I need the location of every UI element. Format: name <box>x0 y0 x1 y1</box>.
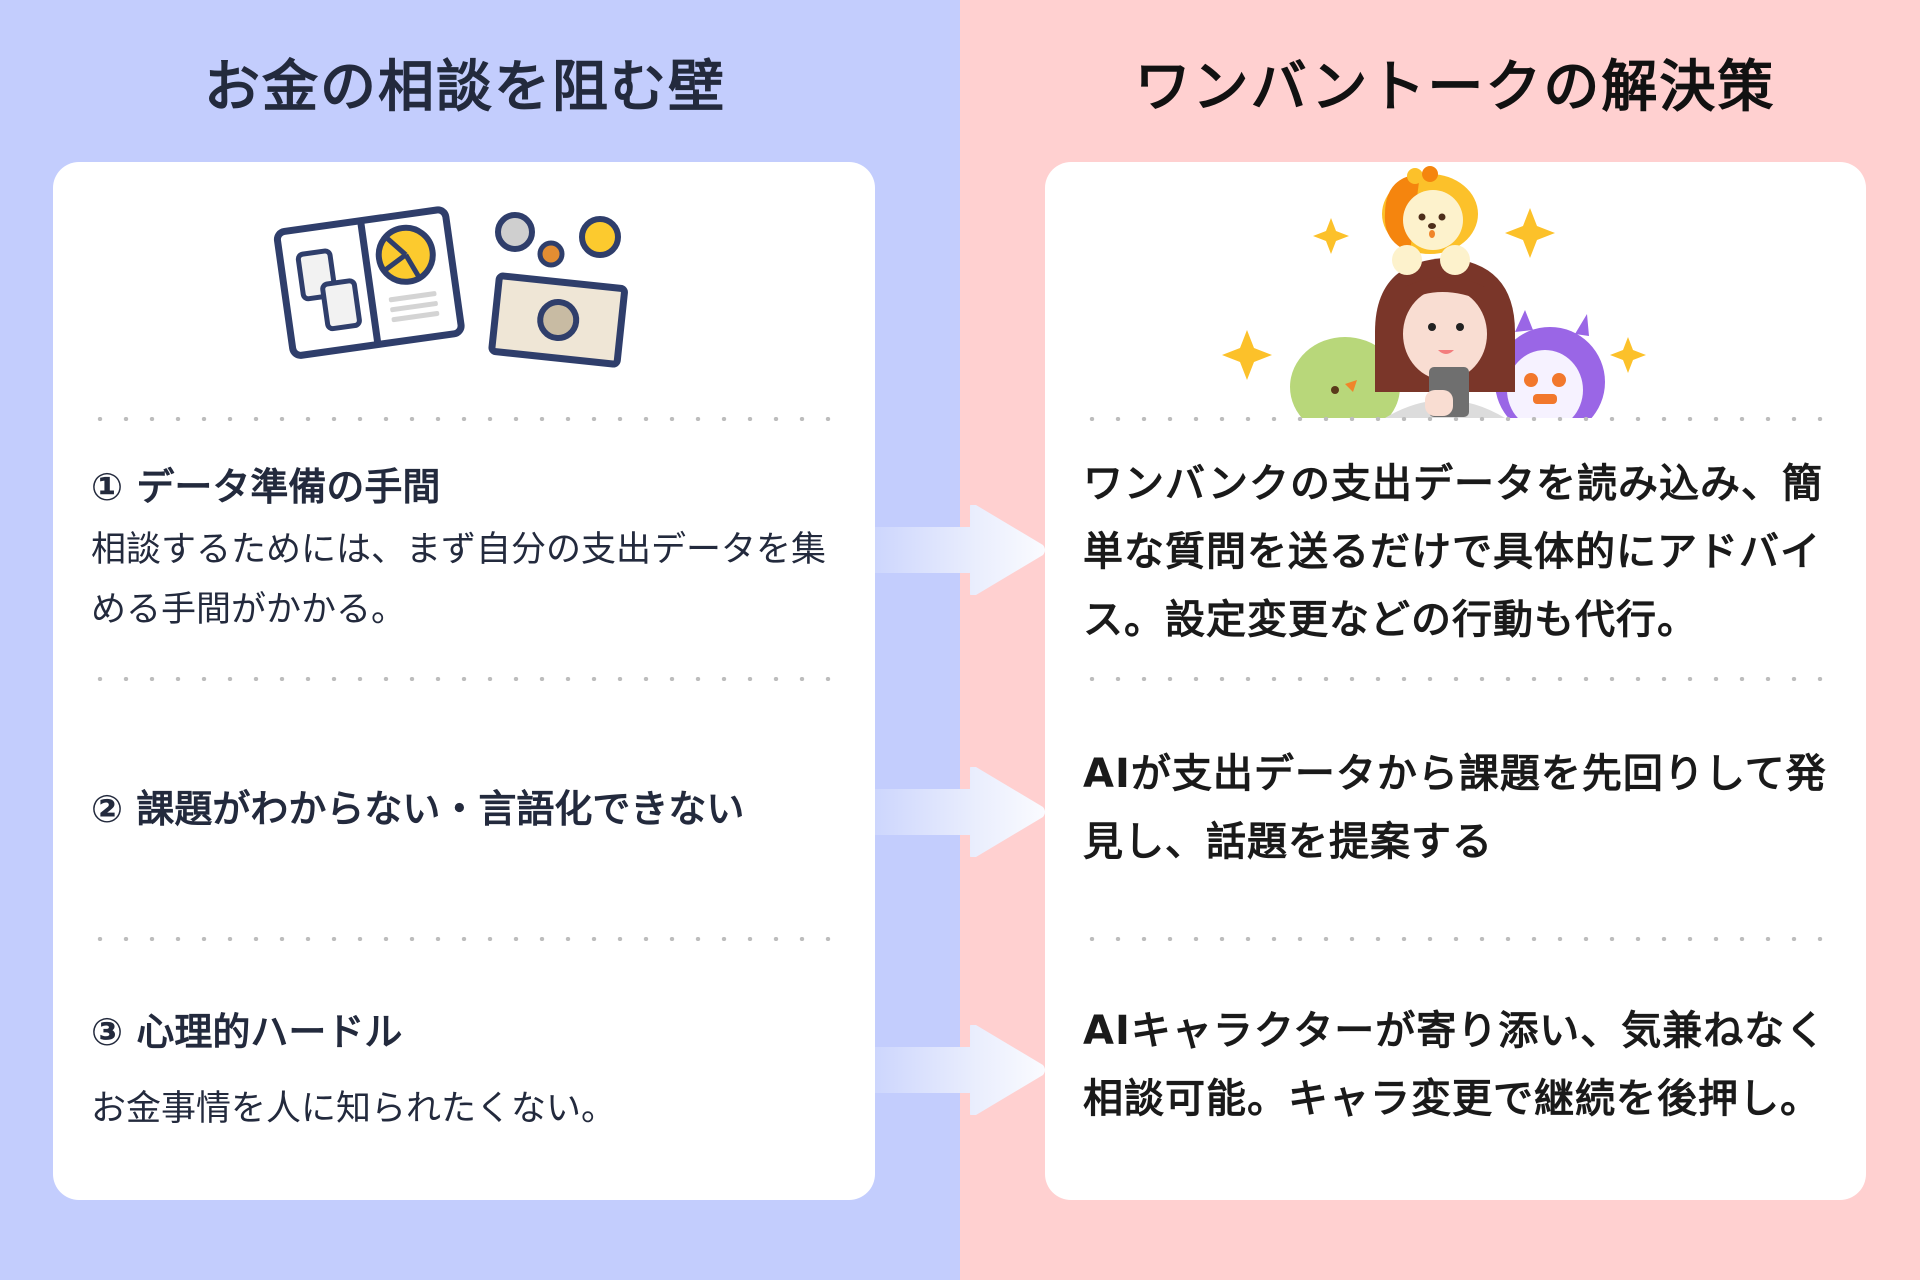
dotted-divider <box>1079 677 1835 681</box>
document-folder-icon <box>273 206 465 359</box>
dotted-divider <box>87 417 843 421</box>
problem-description: お金事情を人に知られたくない。 <box>91 1089 617 1129</box>
banknote-icon <box>488 272 628 368</box>
solution-description: ワンバンクの支出データを読み込み、簡単な質問を送るだけで具体的にアドバイス。設定… <box>1083 461 1823 643</box>
problem-item-1: ① データ準備の手間 相談するためには、まず自分の支出データを集める手間がかかる… <box>91 462 851 640</box>
left-panel-title: お金の相談を阻む壁 <box>204 55 726 120</box>
green-character-icon <box>1290 337 1400 418</box>
dotted-divider <box>87 937 843 941</box>
sparkle-icon <box>1222 208 1646 380</box>
finance-documents-illustration <box>53 162 875 418</box>
problem-description: 相談するためには、まず自分の支出データを集める手間がかかる。 <box>91 530 827 630</box>
purple-character-icon <box>1495 310 1605 418</box>
solutions-card: ワンバンクの支出データを読み込み、簡単な質問を送るだけで具体的にアドバイス。設定… <box>1045 162 1866 1200</box>
solution-description: AIが支出データから課題を先回りして発見し、話題を提案する <box>1083 751 1827 865</box>
dotted-divider <box>1079 937 1835 941</box>
dotted-divider <box>1079 417 1835 421</box>
solution-item-1: ワンバンクの支出データを読み込み、簡単な質問を送るだけで具体的にアドバイス。設定… <box>1083 450 1843 654</box>
problem-item-3: ③ 心理的ハードル お金事情を人に知られたくない。 <box>91 1007 851 1139</box>
problem-item-2: ② 課題がわからない・言語化できない <box>91 784 851 834</box>
coin-icon <box>495 212 535 252</box>
dog-character-icon <box>1382 166 1478 275</box>
coin-icon <box>537 240 565 268</box>
characters-illustration <box>1045 162 1866 418</box>
coin-icon <box>579 216 621 258</box>
problem-title: ③ 心理的ハードル <box>91 1010 403 1054</box>
woman-with-phone-icon <box>1375 258 1515 418</box>
solution-item-2: AIが支出データから課題を先回りして発見し、話題を提案する <box>1083 740 1843 876</box>
dotted-divider <box>87 677 843 681</box>
arrow-right-icon <box>875 767 1045 857</box>
problem-title: ② 課題がわからない・言語化できない <box>91 787 745 831</box>
solution-description: AIキャラクターが寄り添い、気兼ねなく相談可能。キャラ変更で継続を後押し。 <box>1083 1008 1827 1122</box>
problems-card: ① データ準備の手間 相談するためには、まず自分の支出データを集める手間がかかる… <box>53 162 875 1200</box>
arrow-right-icon <box>875 1025 1045 1115</box>
solution-item-3: AIキャラクターが寄り添い、気兼ねなく相談可能。キャラ変更で継続を後押し。 <box>1083 997 1843 1133</box>
problem-title: ① データ準備の手間 <box>91 465 441 509</box>
arrow-right-icon <box>875 505 1045 595</box>
right-panel-title: ワンバントークの解決策 <box>1134 55 1776 120</box>
